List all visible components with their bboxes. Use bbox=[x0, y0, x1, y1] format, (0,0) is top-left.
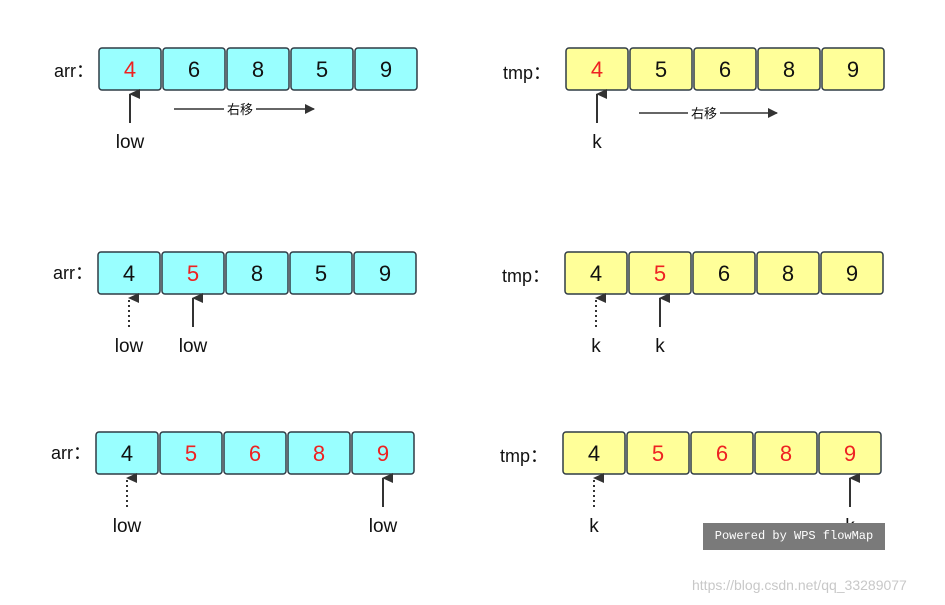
row1-tmp-pointer-0-label: k bbox=[592, 132, 602, 153]
row1-tmp-cell-2-value: 6 bbox=[719, 57, 731, 82]
row3-arr-label: arr： bbox=[51, 443, 91, 463]
row3-arr-cell-0-value: 4 bbox=[121, 441, 133, 466]
row1-tmp-cell-2 bbox=[693, 47, 757, 91]
row3-arr-cell-1-value: 5 bbox=[185, 441, 197, 466]
row3-arr-cell-3 bbox=[287, 431, 351, 475]
wps-flowmap-badge: Powered by WPS flowMap bbox=[703, 523, 885, 550]
row2-tmp-cell-3-value: 8 bbox=[782, 261, 794, 286]
row3-arr-cell-2 bbox=[223, 431, 287, 475]
row3-tmp-cell-1 bbox=[626, 431, 690, 475]
row1-tmp-cell-4 bbox=[821, 47, 885, 91]
row3-arr-cell-4-value: 9 bbox=[377, 441, 389, 466]
row1-arr-cell-1-value: 6 bbox=[188, 57, 200, 82]
row2-arr-cell-3-value: 5 bbox=[315, 261, 327, 286]
row2-tmp-cell-4-value: 9 bbox=[846, 261, 858, 286]
row1-tmp-cell-3 bbox=[757, 47, 821, 91]
row2-arr-pointer-1-label: low bbox=[179, 336, 208, 357]
source-watermark: https://blog.csdn.net/qq_33289077 bbox=[692, 577, 907, 593]
row1-arr-cell-0-value: 4 bbox=[124, 57, 136, 82]
row1-tmp-cell-4-value: 9 bbox=[847, 57, 859, 82]
row2-tmp-cell-2-value: 6 bbox=[718, 261, 730, 286]
row2-tmp-pointer-1-label: k bbox=[655, 336, 665, 357]
row3-arr-cell-1 bbox=[159, 431, 223, 475]
row1-arr-cell-2 bbox=[226, 47, 290, 91]
row1-arr-cell-4-value: 9 bbox=[380, 57, 392, 82]
row2-arr-cell-2 bbox=[225, 251, 289, 295]
row2-arr-cell-4 bbox=[353, 251, 417, 295]
row1-tmp-shift-label: 右移 bbox=[691, 106, 717, 121]
row1-arr-pointer-0-label: low bbox=[116, 132, 145, 153]
row2-tmp-cell-0-value: 4 bbox=[590, 261, 602, 286]
row2-tmp-cell-2 bbox=[692, 251, 756, 295]
row3-tmp-cell-0-value: 4 bbox=[588, 441, 600, 466]
row2-tmp-cell-1-value: 5 bbox=[654, 261, 666, 286]
row1-tmp-label: tmp： bbox=[503, 63, 551, 83]
row2-arr-cell-2-value: 8 bbox=[251, 261, 263, 286]
row1-arr-cell-3-value: 5 bbox=[316, 57, 328, 82]
row3-tmp-cell-2 bbox=[690, 431, 754, 475]
row3-arr-cell-2-value: 6 bbox=[249, 441, 261, 466]
row1-tmp-cell-0-value: 4 bbox=[591, 57, 603, 82]
row3-tmp-cell-3-value: 8 bbox=[780, 441, 792, 466]
row1-arr-cell-4 bbox=[354, 47, 418, 91]
row1-arr-label: arr： bbox=[54, 61, 94, 81]
row1-arr-cell-3 bbox=[290, 47, 354, 91]
row2-tmp-label: tmp： bbox=[502, 266, 550, 286]
row3-arr-pointer-1-label: low bbox=[369, 516, 398, 537]
row3-tmp-cell-3 bbox=[754, 431, 818, 475]
row3-tmp-cell-4-value: 9 bbox=[844, 441, 856, 466]
row1-arr-shift-label: 右移 bbox=[227, 102, 253, 117]
row2-arr-label: arr： bbox=[53, 263, 93, 283]
row2-arr-cell-4-value: 9 bbox=[379, 261, 391, 286]
row2-arr-pointer-0-label: low bbox=[115, 336, 144, 357]
row2-arr-cell-0-value: 4 bbox=[123, 261, 135, 286]
row3-tmp-label: tmp： bbox=[500, 446, 548, 466]
row1-tmp-cell-1-value: 5 bbox=[655, 57, 667, 82]
row2-arr-cell-3 bbox=[289, 251, 353, 295]
row1-tmp-cell-3-value: 8 bbox=[783, 57, 795, 82]
row3-tmp-cell-1-value: 5 bbox=[652, 441, 664, 466]
row2-tmp-cell-4 bbox=[820, 251, 884, 295]
row3-arr-pointer-0-label: low bbox=[113, 516, 142, 537]
row3-tmp-pointer-0-label: k bbox=[589, 516, 599, 537]
row1-arr-cell-2-value: 8 bbox=[252, 57, 264, 82]
row1-tmp-cell-1 bbox=[629, 47, 693, 91]
row2-tmp-pointer-0-label: k bbox=[591, 336, 601, 357]
row2-arr-cell-1-value: 5 bbox=[187, 261, 199, 286]
row1-arr-cell-1 bbox=[162, 47, 226, 91]
row2-tmp-cell-3 bbox=[756, 251, 820, 295]
row3-arr-cell-3-value: 8 bbox=[313, 441, 325, 466]
row3-tmp-cell-2-value: 6 bbox=[716, 441, 728, 466]
